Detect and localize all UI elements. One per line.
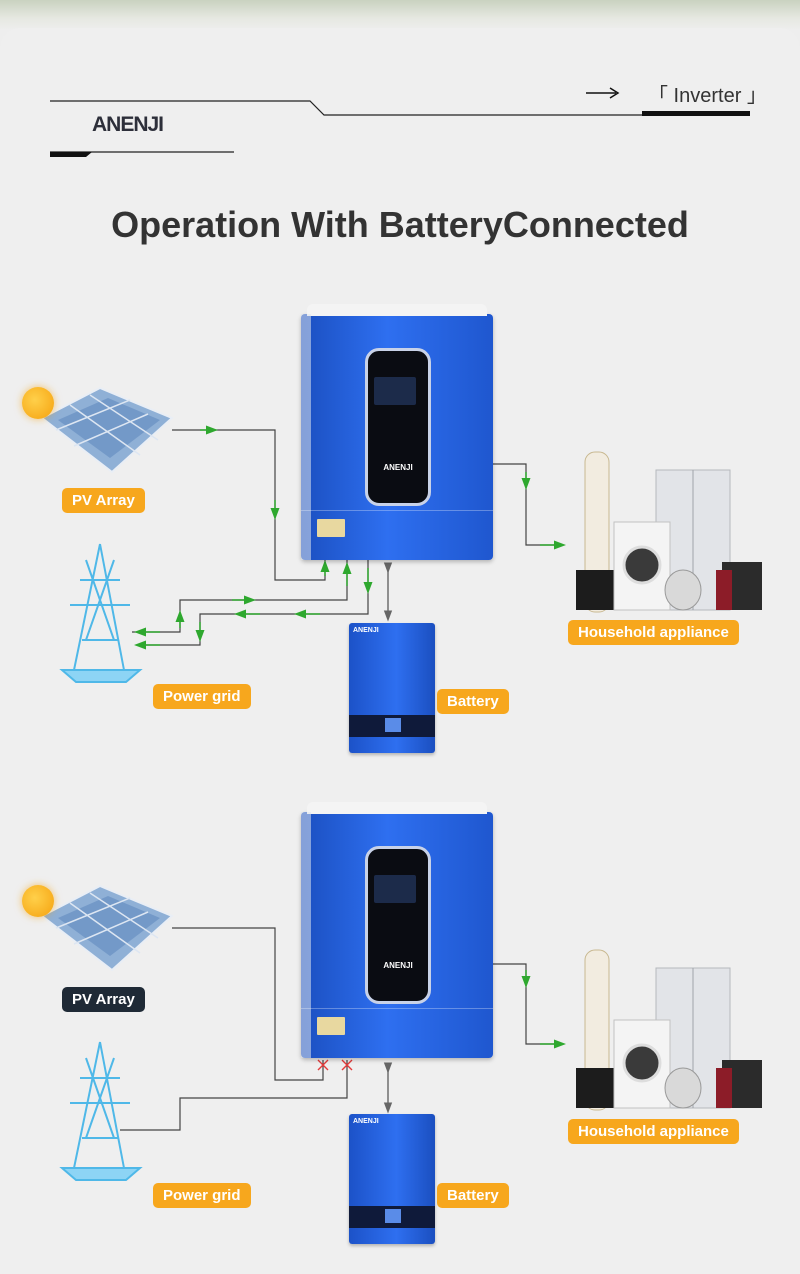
pv-array-label: PV Array — [62, 987, 145, 1012]
solar-panel-icon — [40, 884, 174, 972]
battery-label: Battery — [437, 689, 509, 714]
background-top-band — [0, 0, 800, 30]
pv-array-label: PV Array — [62, 488, 145, 513]
inverter-device-bottom: ANENJI — [301, 802, 493, 1058]
sun-icon — [22, 885, 54, 917]
section-tag: 「 Inverter 」 — [648, 85, 767, 107]
power-grid-label: Power grid — [153, 684, 251, 709]
battery-device-bottom: ANENJI — [349, 1114, 435, 1244]
power-pylon-icon — [59, 1041, 143, 1181]
brand-logo: ANENJI — [92, 113, 164, 136]
page-title: Operation With BatteryConnected — [111, 204, 689, 245]
inverter-device-top: ANENJI — [301, 304, 493, 560]
sun-icon — [22, 387, 54, 419]
power-pylon-icon — [59, 543, 143, 683]
battery-label: Battery — [437, 1183, 509, 1208]
solar-panel-icon — [40, 386, 174, 474]
arrow-right-icon — [586, 87, 620, 99]
household-appliances-icon — [576, 949, 762, 1111]
warning-label-icon — [317, 1017, 345, 1035]
household-appliances-icon — [576, 451, 762, 613]
household-appliance-label: Household appliance — [568, 1119, 739, 1144]
battery-device-top: ANENJI — [349, 623, 435, 753]
warning-label-icon — [317, 519, 345, 537]
household-appliance-label: Household appliance — [568, 620, 739, 645]
power-grid-label: Power grid — [153, 1183, 251, 1208]
disconnected-x-icon — [317, 1059, 353, 1071]
